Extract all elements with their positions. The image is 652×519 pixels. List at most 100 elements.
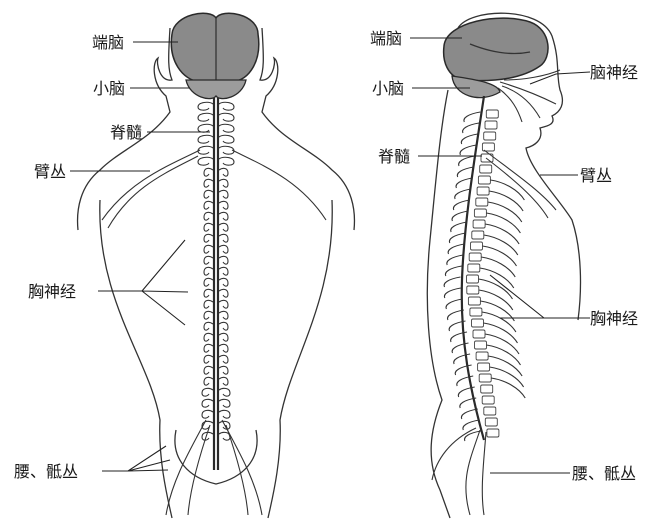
nerve-root [204, 344, 213, 352]
nerve-root [202, 388, 213, 396]
label-right-cranial-nerves: 脑神经 [590, 63, 638, 82]
nerve-root [219, 179, 228, 187]
label-right-lumbosacral-plexus: 腰、骶丛 [572, 464, 636, 483]
nerve-root [198, 124, 213, 132]
vertebra [478, 363, 490, 371]
vertebra [468, 264, 480, 272]
nerve-root [219, 344, 228, 352]
nerve-root [204, 377, 213, 385]
vertebra [481, 385, 493, 393]
vertebra [480, 165, 492, 173]
leader-lines [70, 38, 590, 473]
vertebra [484, 407, 496, 415]
vertebra [474, 209, 486, 217]
label-left-spinal-cord: 脊髓 [110, 123, 142, 142]
labels: 端脑 小脑 脊髓 臂丛 胸神经 腰、骶丛 端脑 小脑 脑神经 脊髓 臂丛 胸神经… [14, 29, 638, 483]
vertebra [478, 176, 490, 184]
vertebra [477, 187, 489, 195]
spinous-process [445, 266, 461, 276]
nerve-root [219, 102, 234, 110]
nerve-root [219, 377, 228, 385]
thoracic-nerve [485, 334, 519, 354]
vertebra [476, 352, 488, 360]
nerve-root [204, 322, 213, 330]
vertebra [468, 297, 480, 305]
posterior-cerebrum [171, 13, 258, 82]
label-left-thoracic-nerves: 胸神经 [28, 282, 76, 301]
vertebra [484, 132, 496, 140]
nerve-root [202, 399, 213, 407]
vertebra [469, 253, 481, 261]
nerve-root [204, 223, 213, 231]
nerve-root [219, 366, 228, 374]
nerve-root [219, 388, 230, 396]
nerve-root [219, 311, 228, 319]
nerve-root [219, 113, 234, 121]
vertebra [476, 198, 488, 206]
spinous-process [460, 145, 476, 155]
label-right-cerebrum: 端脑 [370, 29, 402, 48]
nerve-root [219, 267, 228, 275]
nerve-root [204, 190, 213, 198]
posterior-nerve-roots [198, 102, 234, 440]
posterior-cerebellum [186, 80, 246, 99]
thoracic-nerve [490, 367, 524, 387]
spinous-process [447, 255, 463, 265]
nerve-root [204, 201, 213, 209]
lateral-cerebrum [444, 18, 548, 81]
nerve-root [204, 366, 213, 374]
spinous-process [464, 112, 480, 122]
label-left-lumbosacral-plexus: 腰、骶丛 [14, 462, 78, 481]
vertebra [470, 308, 482, 316]
nerve-root [219, 278, 228, 286]
thoracic-nerve [488, 356, 522, 376]
nerve-root [219, 300, 228, 308]
nerve-root [219, 135, 234, 143]
vertebra [473, 330, 485, 338]
posterior-spinal-cord [214, 98, 218, 470]
nerve-root [219, 256, 228, 264]
lateral-lumbosacral-plexus [432, 428, 486, 515]
nerve-root [219, 355, 228, 363]
label-right-thoracic-nerves: 胸神经 [590, 309, 638, 328]
nerve-root [219, 157, 234, 165]
nerve-root [219, 410, 230, 418]
posterior-sacrum [175, 430, 257, 484]
vertebra [475, 341, 487, 349]
nerve-root [219, 333, 228, 341]
nerve-root [219, 289, 228, 297]
spinous-process [448, 244, 464, 254]
vertebra [485, 121, 497, 129]
spinous-process [463, 123, 479, 133]
posterior-body-outline [78, 28, 355, 518]
vertebra [467, 275, 479, 283]
label-right-spinal-cord: 脊髓 [378, 147, 410, 166]
label-left-brachial-plexus: 臂丛 [34, 162, 66, 181]
nerve-root [204, 333, 213, 341]
leader-left-thoracic [98, 240, 188, 325]
leader-left-lumbosacral [102, 446, 170, 471]
spinous-process [444, 288, 460, 298]
nerve-root [204, 311, 213, 319]
vertebra [479, 374, 491, 382]
spinous-process [459, 156, 475, 166]
nerve-root [198, 157, 213, 165]
label-right-brachial-plexus: 臂丛 [580, 166, 612, 185]
spinous-process [463, 420, 479, 430]
nerve-root [202, 410, 213, 418]
nerve-root [204, 179, 213, 187]
nerve-root [219, 322, 228, 330]
nerve-root [198, 102, 213, 110]
nerve-root [204, 168, 213, 176]
nerve-root [204, 289, 213, 297]
thoracic-nerve [484, 323, 518, 343]
leader-right-cranial [530, 72, 590, 84]
nerve-root [219, 190, 228, 198]
vertebra [471, 242, 483, 250]
spinous-process [446, 299, 462, 309]
spinous-process [444, 277, 460, 287]
thoracic-nerve [487, 345, 521, 365]
label-left-cerebrum: 端脑 [92, 33, 124, 52]
vertebra [472, 319, 484, 327]
